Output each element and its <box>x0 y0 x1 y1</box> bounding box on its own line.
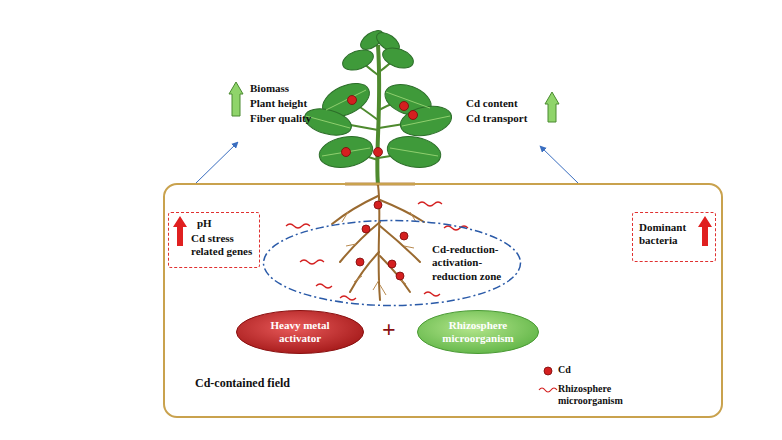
label-holder: Cd transport <box>466 112 527 125</box>
effect-label: Cd transport <box>466 112 527 125</box>
plant-stem <box>377 45 379 185</box>
box-label: Cd-contained field <box>195 376 290 390</box>
activator-ellipse-shape <box>237 311 364 354</box>
plant-roots <box>332 185 424 300</box>
zone-ellipse: Cd-reduction-activation-reduction zone <box>262 219 522 307</box>
microbe-ellipse: Rhizosphere microorganism <box>416 309 540 355</box>
microbe-ellipse-shape <box>418 311 539 354</box>
effect-label: Biomass <box>250 82 289 95</box>
effect-box: Dominant bacteria <box>632 212 716 262</box>
legend-sample <box>544 367 552 375</box>
box-label: pH <box>197 217 255 230</box>
legend-text: Cd <box>558 364 648 376</box>
label-holder: + <box>382 317 396 341</box>
effect-label: Plant height <box>250 97 307 110</box>
legend-entry: Cd <box>558 364 648 376</box>
zone-ellipse-outline <box>262 219 522 307</box>
increase-arrow <box>229 82 243 116</box>
leaf-veins <box>306 90 450 156</box>
label-holder: Plant height <box>250 97 307 110</box>
activator-ellipse: Heavy metal activator <box>235 309 365 355</box>
increase-arrow <box>698 216 712 246</box>
box-body: Cd stress related genes <box>191 232 255 258</box>
plus-sign: + <box>382 317 396 341</box>
box-label: Rhizosphere microorganism <box>434 319 522 345</box>
effect-arrow <box>196 142 238 183</box>
increase-arrow <box>173 216 187 246</box>
root-hairs <box>342 212 416 295</box>
box-label: Dominant bacteria <box>639 221 695 247</box>
cd-particle <box>342 96 418 157</box>
legend-entry: Rhizosphere microorganism <box>558 383 648 407</box>
increase-arrow <box>545 92 559 122</box>
effect-label: Fiber quality <box>250 112 311 125</box>
cd-particle <box>356 201 408 280</box>
legend-sample <box>539 388 557 392</box>
legend-text: Rhizosphere microorganism <box>558 383 648 407</box>
field-region: pH Cd stress related genes Cd-reduction-ac… <box>163 183 723 418</box>
label-holder: Biomass <box>250 82 289 95</box>
box-label: Heavy metal activator <box>253 319 347 345</box>
plant-leaves <box>302 27 455 172</box>
zone-ellipse-shape <box>264 221 521 306</box>
label-holder: Cd content <box>466 97 518 110</box>
box-label: Cd-reduction-activation-reduction zone <box>432 243 506 283</box>
effect-arrow <box>540 146 578 183</box>
effect-box: pH Cd stress related genes <box>168 212 260 268</box>
effect-label: Cd content <box>466 97 518 110</box>
label-holder: Fiber quality <box>250 112 311 125</box>
